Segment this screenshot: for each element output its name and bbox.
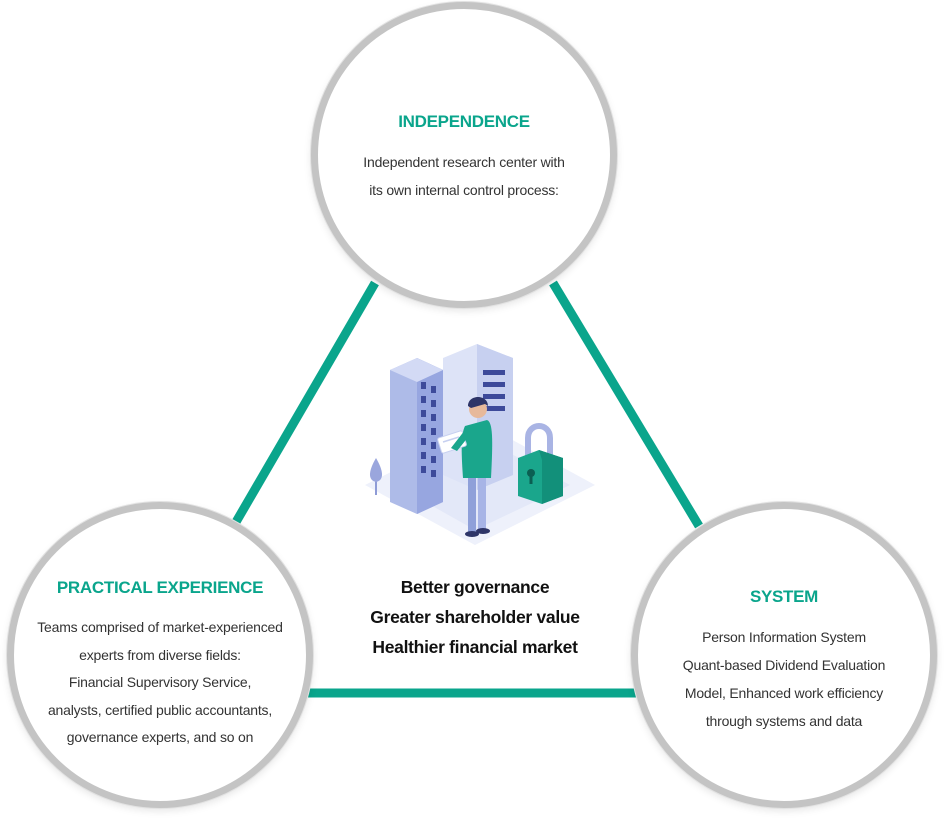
practical-experience-line: experts from diverse fields:	[79, 646, 241, 663]
governance-illustration	[365, 344, 595, 545]
tree-icon	[369, 458, 383, 495]
outcome-line: Healthier financial market	[372, 637, 578, 657]
system-line: through systems and data	[705, 713, 863, 729]
independence-line: its own internal control process:	[369, 182, 559, 198]
connector-top-right	[549, 280, 703, 529]
system-description: Person Information System Quant-based Di…	[682, 623, 886, 735]
system-line: Quant-based Dividend Evaluation	[682, 657, 886, 673]
system-line: Model, Enhanced work efficiency	[684, 685, 884, 701]
independence-line: Independent research center with	[363, 154, 565, 170]
practical-experience-line: Financial Supervisory Service,	[68, 674, 252, 690]
independence-description: Independent research center with its own…	[363, 148, 565, 204]
connector-top-left	[232, 280, 379, 525]
system-title: SYSTEM	[749, 587, 819, 606]
practical-experience-line: analysts, certified public accountants,	[47, 701, 273, 718]
office-building-icon	[390, 344, 513, 514]
practical-experience-line: Teams comprised of market-experienced	[37, 619, 283, 635]
padlock-icon	[518, 423, 563, 504]
independence-title: INDEPENDENCE	[398, 112, 530, 131]
person-with-document-icon	[437, 397, 493, 537]
practical-experience-title: PRACTICAL EXPERIENCE	[56, 578, 264, 597]
practical-experience-circle: PRACTICAL EXPERIENCE Teams comprised of …	[7, 502, 313, 808]
system-line: Person Information System	[702, 629, 866, 645]
practical-experience-line: governance experts, and so on	[66, 729, 254, 745]
practical-experience-description: Teams comprised of market-experienced ex…	[37, 614, 283, 752]
outcome-line: Greater shareholder value	[370, 607, 580, 627]
center-outcomes: Better governance Greater shareholder va…	[340, 572, 610, 662]
outcome-line: Better governance	[400, 577, 550, 597]
system-circle: SYSTEM Person Information System Quant-b…	[631, 502, 937, 808]
independence-circle: INDEPENDENCE Independent research center…	[311, 2, 617, 308]
